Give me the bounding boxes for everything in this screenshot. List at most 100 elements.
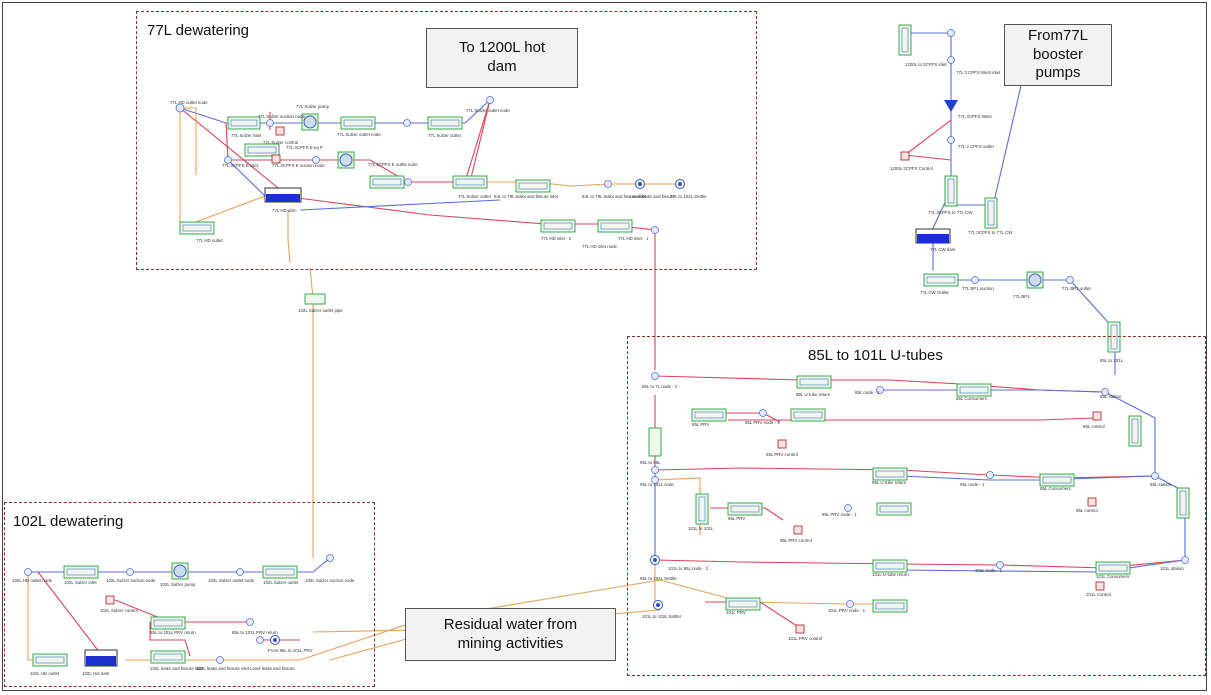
pump-icon[interactable] — [171, 562, 189, 580]
node[interactable] — [1101, 388, 1109, 396]
pump-icon[interactable] — [301, 113, 319, 131]
pipe-box[interactable] — [725, 597, 761, 611]
pipe-box[interactable] — [427, 116, 463, 130]
pipe-box[interactable] — [727, 502, 763, 516]
node[interactable] — [651, 466, 659, 474]
pipe-box[interactable] — [150, 616, 186, 630]
settler-icon[interactable] — [635, 179, 645, 189]
dam-77L-cw[interactable] — [915, 228, 951, 244]
control-icon[interactable] — [1087, 497, 1097, 507]
pipe-box[interactable] — [872, 559, 908, 573]
pipe-box[interactable] — [790, 408, 826, 422]
control-icon[interactable] — [271, 154, 281, 164]
pipe-box[interactable] — [452, 175, 488, 189]
pump-icon[interactable] — [337, 151, 355, 169]
pipe-box[interactable] — [540, 219, 576, 233]
label-to-101: 85L to 101L — [1100, 358, 1124, 363]
pipe-box[interactable] — [1107, 321, 1121, 353]
pipe-box[interactable] — [872, 599, 908, 613]
label-west-outlet: 77L 3 CPFS outlet — [958, 144, 994, 149]
dam-77L-hd[interactable] — [264, 187, 302, 203]
settler-icon[interactable] — [650, 555, 660, 565]
node[interactable] — [844, 504, 852, 512]
node[interactable] — [312, 156, 320, 164]
control-icon[interactable] — [275, 126, 285, 136]
pipe-box[interactable] — [923, 273, 959, 287]
pipe-box[interactable] — [262, 565, 298, 579]
pipe-box[interactable] — [32, 653, 68, 667]
node[interactable] — [604, 180, 612, 188]
pipe-box[interactable] — [63, 565, 99, 579]
pipe-box[interactable] — [1176, 487, 1190, 519]
settler-icon[interactable] — [653, 600, 663, 610]
node[interactable] — [651, 476, 659, 484]
pipe-box[interactable] — [944, 175, 958, 207]
pipe-box[interactable] — [956, 383, 992, 397]
pipe-box[interactable] — [1095, 561, 1131, 575]
pipe-box[interactable] — [179, 221, 215, 235]
control-icon[interactable] — [105, 595, 115, 605]
pipe-box[interactable] — [1039, 473, 1075, 487]
node[interactable] — [126, 568, 134, 576]
node[interactable] — [326, 554, 334, 562]
dam-102L-hot[interactable] — [84, 649, 118, 667]
node[interactable] — [971, 276, 979, 284]
pipe-box[interactable] — [304, 293, 326, 305]
pipe-box[interactable] — [691, 408, 727, 422]
control-icon[interactable] — [900, 151, 910, 161]
control-icon[interactable] — [777, 439, 787, 449]
node[interactable] — [651, 226, 659, 234]
label-u-return-85: 85L U-tube return — [796, 392, 831, 397]
node[interactable] — [986, 471, 994, 479]
pipe-box[interactable] — [648, 427, 662, 457]
node[interactable] — [486, 96, 494, 104]
pipe-box[interactable] — [515, 179, 551, 193]
pipe-box[interactable] — [227, 116, 261, 130]
label-e-outlet-node: 77L 3CPFS E outlet node — [368, 162, 418, 167]
control-icon[interactable] — [1095, 581, 1105, 591]
pump-icon[interactable] — [944, 100, 958, 112]
node[interactable] — [175, 103, 185, 113]
control-icon[interactable] — [793, 525, 803, 535]
node[interactable] — [403, 119, 411, 127]
pipe-box[interactable] — [876, 502, 912, 516]
node[interactable] — [224, 156, 232, 164]
node[interactable] — [1181, 556, 1189, 564]
component-labels: 77L HD outlet node 77L Sulzer inlet 77L … — [12, 62, 1184, 676]
pipe-box[interactable] — [597, 219, 633, 233]
node[interactable] — [216, 656, 224, 664]
node[interactable] — [947, 136, 955, 144]
pump-icon[interactable] — [1026, 271, 1044, 289]
pipe-box[interactable] — [369, 175, 405, 189]
pipe-box[interactable] — [1128, 415, 1142, 447]
settler-icon[interactable] — [675, 179, 685, 189]
node[interactable] — [759, 409, 767, 417]
node[interactable] — [846, 600, 854, 608]
control-icon[interactable] — [1092, 411, 1102, 421]
node[interactable] — [947, 56, 955, 64]
node[interactable] — [947, 29, 955, 37]
node[interactable] — [1151, 472, 1159, 480]
node[interactable] — [266, 119, 274, 127]
pipe-box[interactable] — [244, 143, 280, 157]
pipe-box[interactable] — [695, 493, 709, 525]
node[interactable] — [404, 178, 412, 186]
node[interactable] — [24, 568, 32, 576]
control-icon[interactable] — [795, 624, 805, 634]
node[interactable] — [1066, 276, 1074, 284]
pipe-box[interactable] — [898, 24, 912, 56]
pipe-box[interactable] — [984, 197, 998, 229]
label-node2-101: 101L to 95L node - 2 — [668, 566, 709, 571]
settler-icon[interactable] — [270, 635, 280, 645]
pipe-box[interactable] — [150, 650, 186, 664]
node[interactable] — [246, 618, 254, 626]
pipe-box[interactable] — [796, 375, 832, 389]
node[interactable] — [876, 386, 884, 394]
node[interactable] — [236, 568, 244, 576]
node[interactable] — [256, 636, 264, 644]
pipe-box[interactable] — [872, 467, 908, 481]
callout-residual-water: Residual water from mining activities — [405, 608, 616, 661]
pipe-box[interactable] — [340, 116, 376, 130]
node[interactable] — [996, 561, 1004, 569]
node[interactable] — [651, 372, 659, 380]
